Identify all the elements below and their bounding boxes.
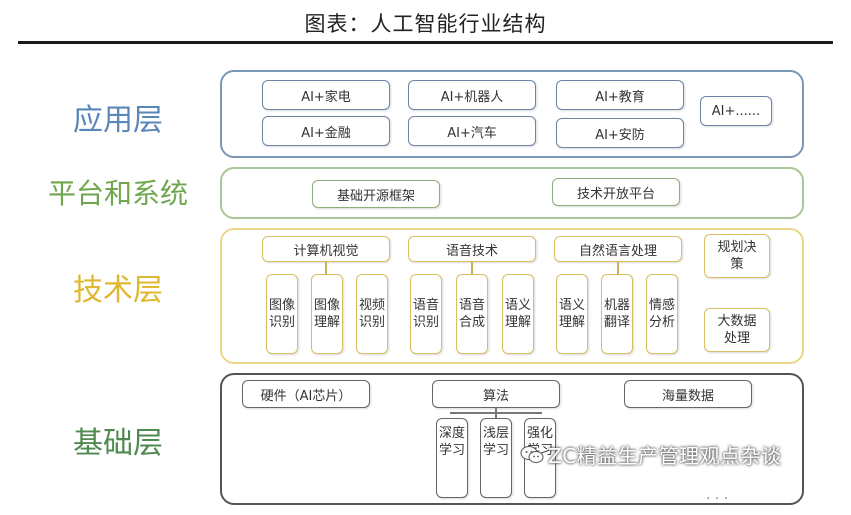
tech-group-nlp: 自然语言处理 [554, 236, 682, 262]
algorithm-item-deep-learning: 深度学习 [436, 418, 468, 498]
title-divider [18, 41, 833, 44]
connector [471, 262, 473, 274]
tech-item-video-recognition: 视频识别 [356, 274, 388, 354]
layer-label-platform: 平台和系统 [47, 177, 188, 210]
algorithm-item-shallow-learning: 浅层学习 [480, 418, 512, 498]
layer-label-technology: 技术层 [73, 273, 163, 308]
app-item-automotive: AI+汽车 [408, 116, 536, 146]
app-item-robot: AI+机器人 [408, 80, 536, 110]
watermark: ZC精益生产管理观点杂谈 [520, 440, 782, 469]
tech-item-image-understanding: 图像理解 [311, 274, 343, 354]
platform-layer-band [220, 167, 804, 219]
platform-item-open-source-framework: 基础开源框架 [312, 180, 440, 208]
tech-item-machine-translation: 机器翻译 [601, 274, 633, 354]
tech-item-nlp-semantic-understanding: 语义理解 [556, 274, 588, 354]
app-item-home-appliance: AI+家电 [262, 80, 390, 110]
tech-item-semantic-understanding: 语义理解 [502, 274, 534, 354]
layer-label-application: 应用层 [73, 103, 163, 138]
tech-extra-planning: 规划决策 [704, 234, 770, 278]
foundation-item-algorithm: 算法 [432, 380, 560, 408]
app-item-security: AI+安防 [556, 118, 684, 148]
tech-item-image-recognition: 图像识别 [266, 274, 298, 354]
layer-label-foundation: 基础层 [73, 426, 163, 461]
foundation-item-hardware: 硬件（AI芯片） [242, 380, 370, 408]
app-item-more: AI+...... [700, 96, 772, 126]
connector [325, 262, 327, 274]
watermark-text: ZC精益生产管理观点杂谈 [548, 444, 782, 468]
figure-title: 图表：人工智能行业结构 [304, 12, 547, 36]
tech-item-sentiment-analysis: 情感分析 [646, 274, 678, 354]
tech-group-computer-vision: 计算机视觉 [262, 236, 390, 262]
tech-item-speech-recognition: 语音识别 [410, 274, 442, 354]
tech-group-speech: 语音技术 [408, 236, 536, 262]
wechat-icon [520, 445, 544, 463]
foundation-item-massive-data: 海量数据 [624, 380, 752, 408]
app-item-education: AI+教育 [556, 80, 684, 110]
app-item-finance: AI+金融 [262, 116, 390, 146]
trailing-dots: · · · [706, 491, 729, 507]
platform-item-open-tech-platform: 技术开放平台 [552, 178, 680, 206]
tech-extra-big-data: 大数据处理 [704, 308, 770, 352]
connector [450, 412, 542, 414]
connector [617, 262, 619, 274]
tech-item-speech-synthesis: 语音合成 [456, 274, 488, 354]
